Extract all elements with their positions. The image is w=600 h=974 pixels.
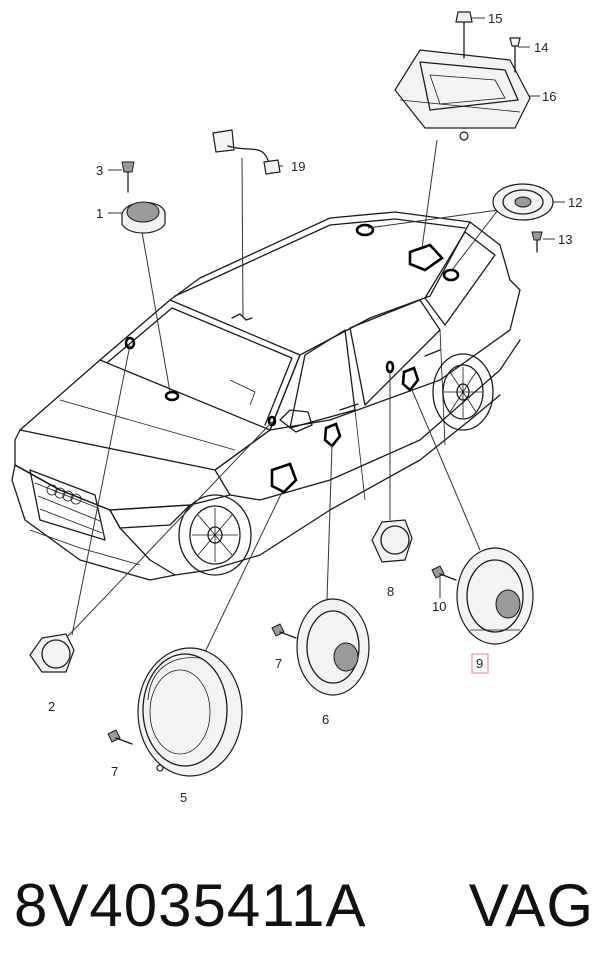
callout-8: 8 [387,584,394,599]
screw-part-13 [531,231,543,253]
callout-1: 1 [96,206,103,221]
rear-door-tweeter-part [371,519,413,563]
callout-labels: 1 2 3 5 6 7 7 8 9 10 12 13 14 15 16 19 [48,11,582,805]
mount-holes [124,223,460,494]
part-number-text: 8V4035411A [14,871,367,939]
screw-part-3 [121,161,135,193]
rear-shelf-speaker-part [492,183,554,221]
callout-10: 10 [432,599,446,614]
callout-13: 13 [558,232,572,247]
callout-5: 5 [180,790,187,805]
callout-7-lower: 7 [111,764,118,779]
front-wheel [178,494,252,576]
subwoofer-housing-part [394,49,531,141]
car-body-outline [11,211,521,581]
callout-9-highlight-box [471,653,489,674]
brand-text: VAG [468,871,594,939]
rear-wheel [432,353,494,431]
screw-part-7-upper [271,623,297,639]
callout-12: 12 [568,195,582,210]
callout-7-upper: 7 [275,656,282,671]
rear-door-speaker-part [296,598,370,696]
screw-part-14 [509,37,521,73]
dash-tweeter-part [121,201,166,234]
leader-lines [67,17,565,653]
callout-6: 6 [322,712,329,727]
speaker-layout-diagram: 1 2 3 5 6 7 7 8 9 10 12 13 14 15 16 19 [11,11,582,805]
rear-speaker-part-9 [456,547,534,645]
wiring-harness-part [212,129,281,175]
callout-16: 16 [542,89,556,104]
callout-9: 9 [476,656,483,671]
callout-2: 2 [48,699,55,714]
callout-15: 15 [488,11,502,26]
callout-19: 19 [291,159,305,174]
callout-3: 3 [96,163,103,178]
front-tweeter-part [29,633,75,673]
part-caption: 8V4035411A VAG [14,855,594,955]
front-door-speaker-part [137,647,243,777]
screw-part-10 [431,565,457,581]
screw-part-7-lower [107,729,133,745]
bolt-part-15 [455,11,473,59]
callout-14: 14 [534,40,548,55]
